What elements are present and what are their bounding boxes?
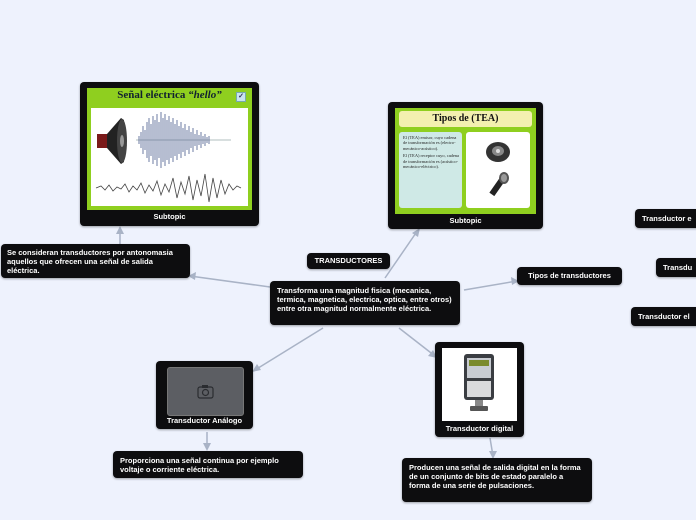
digital-device-icon bbox=[442, 348, 517, 421]
central-text: Transforma una magnitud fisica (mecanica… bbox=[277, 286, 452, 313]
voice-waveform bbox=[136, 112, 231, 168]
right-node-3-text: Transductor el bbox=[638, 312, 690, 321]
tea-bullets-panel: El (TEA) emisor, cuyo cadena de transfor… bbox=[399, 132, 462, 208]
subtopic-tea-caption: Subtopic bbox=[388, 216, 543, 225]
subtopic-tea-node[interactable]: Tipos de (TEA) El (TEA) emisor, cuyo cad… bbox=[388, 102, 543, 229]
tipos-transductores-text: Tipos de transductores bbox=[528, 271, 611, 280]
transductores-label-node[interactable]: TRANSDUCTORES bbox=[307, 253, 390, 269]
left-note-node[interactable]: Se consideran transductores por antonoma… bbox=[1, 244, 190, 278]
tea-bullet-2: El (TEA) receptor cuyo, cadena de transf… bbox=[403, 153, 459, 169]
central-node[interactable]: Transforma una magnitud fisica (mecanica… bbox=[270, 281, 460, 325]
signal-image: Señal eléctrica “hello” ✓ bbox=[87, 88, 252, 210]
tea-image-title: Tipos de (TEA) bbox=[399, 111, 532, 127]
digital-image bbox=[442, 348, 517, 421]
analog-desc-node[interactable]: Proporciona una señal continua por ejemp… bbox=[113, 451, 303, 478]
right-node-3[interactable]: Transductor el bbox=[631, 307, 696, 326]
analog-image-placeholder bbox=[167, 367, 244, 416]
subtopic-signal-node[interactable]: Señal eléctrica “hello” ✓ bbox=[80, 82, 259, 226]
analog-desc-text: Proporciona una señal continua por ejemp… bbox=[120, 456, 279, 474]
digital-desc-node[interactable]: Producen una señal de salida digital en … bbox=[402, 458, 592, 502]
tipos-transductores-node[interactable]: Tipos de transductores bbox=[517, 267, 622, 285]
analog-node[interactable]: Transductor Análogo bbox=[156, 361, 253, 429]
checkbox-icon: ✓ bbox=[236, 92, 246, 102]
microphone-icon bbox=[489, 172, 509, 196]
speaker-icon bbox=[97, 118, 127, 164]
tea-bullet-1: El (TEA) emisor, cuyo cadena de transfor… bbox=[403, 135, 459, 151]
tea-image: Tipos de (TEA) El (TEA) emisor, cuyo cad… bbox=[395, 108, 536, 214]
waveform-graphic bbox=[91, 108, 248, 206]
speaker-microphone-icons bbox=[466, 132, 530, 208]
digital-desc-text: Producen una señal de salida digital en … bbox=[409, 463, 581, 490]
signal-image-title: Señal eléctrica “hello” bbox=[87, 91, 252, 100]
digital-caption: Transductor digital bbox=[435, 424, 524, 433]
right-node-1-text: Transductor e bbox=[642, 214, 692, 223]
digital-node[interactable]: Transductor digital bbox=[435, 342, 524, 437]
loudspeaker-icon bbox=[486, 142, 510, 162]
right-node-2[interactable]: Transdu bbox=[656, 258, 696, 277]
right-node-1[interactable]: Transductor e bbox=[635, 209, 696, 228]
subtopic-signal-caption: Subtopic bbox=[80, 212, 259, 221]
analog-caption: Transductor Análogo bbox=[156, 416, 253, 425]
transductores-label: TRANSDUCTORES bbox=[315, 256, 383, 265]
left-note-text: Se consideran transductores por antonoma… bbox=[7, 248, 173, 275]
camera-icon bbox=[168, 368, 243, 415]
signal-waveform bbox=[96, 174, 241, 202]
waveform-panel bbox=[91, 108, 248, 206]
right-node-2-text: Transdu bbox=[663, 263, 692, 272]
tea-devices-panel bbox=[466, 132, 530, 208]
